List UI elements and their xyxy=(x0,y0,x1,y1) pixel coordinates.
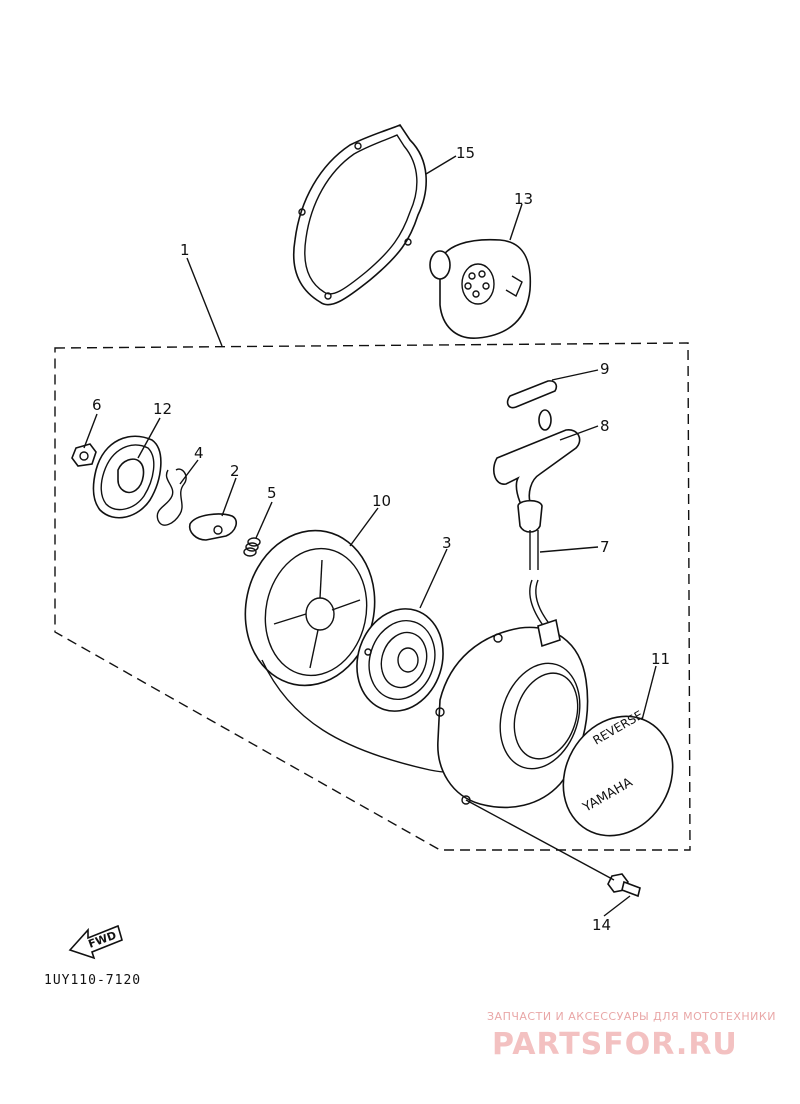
callout-14: 14 xyxy=(592,916,611,934)
callout-9: 9 xyxy=(600,360,610,378)
part-11-emblem: REVERSE YAMAHA xyxy=(562,708,674,837)
callout-12: 12 xyxy=(153,400,172,418)
callout-8: 8 xyxy=(600,417,610,435)
part-8-starter-handle xyxy=(493,409,581,533)
callout-7: 7 xyxy=(600,538,610,556)
watermark: ЗАПЧАСТИ И АКСЕССУАРЫ ДЛЯ МОТОТЕХНИКИ PA… xyxy=(487,1010,776,1062)
callout-13: 13 xyxy=(514,190,533,208)
part-12-friction-plate xyxy=(92,435,162,519)
watermark-logo: PARTSFOR.RU xyxy=(492,1027,738,1062)
assembly-boundary xyxy=(54,342,691,851)
starter-housing xyxy=(435,618,589,809)
part-13-drive-pulley xyxy=(429,238,532,339)
fwd-direction-arrow: FWD xyxy=(68,924,123,960)
callout-2: 2 xyxy=(230,462,240,480)
callout-15: 15 xyxy=(456,144,475,162)
part-15-gasket xyxy=(293,124,427,306)
callout-11: 11 xyxy=(651,650,670,668)
part-4-spring-clip xyxy=(156,468,187,526)
part-10-rope-reel xyxy=(244,529,376,687)
callout-numbers: 1 6 12 4 2 5 10 3 7 8 9 11 13 15 14 xyxy=(92,144,670,934)
part-2-ratchet-pawl xyxy=(188,513,238,541)
diagram-code: 1UY110-7120 xyxy=(44,973,141,988)
leader-lines xyxy=(83,155,657,917)
callout-6: 6 xyxy=(92,396,102,414)
callout-10: 10 xyxy=(372,492,391,510)
watermark-tagline: ЗАПЧАСТИ И АКСЕССУАРЫ ДЛЯ МОТОТЕХНИКИ xyxy=(487,1010,776,1023)
callout-4: 4 xyxy=(194,444,204,462)
callout-1: 1 xyxy=(180,241,190,259)
part-14-bolt xyxy=(607,873,641,898)
part-5-spring xyxy=(243,537,261,557)
part-6-nut xyxy=(71,443,97,467)
callout-5: 5 xyxy=(267,484,277,502)
part-3-recoil-spring xyxy=(356,608,444,712)
callout-3: 3 xyxy=(442,534,452,552)
part-9-handle-cap xyxy=(506,380,558,409)
part-7-starter-rope xyxy=(529,530,555,633)
